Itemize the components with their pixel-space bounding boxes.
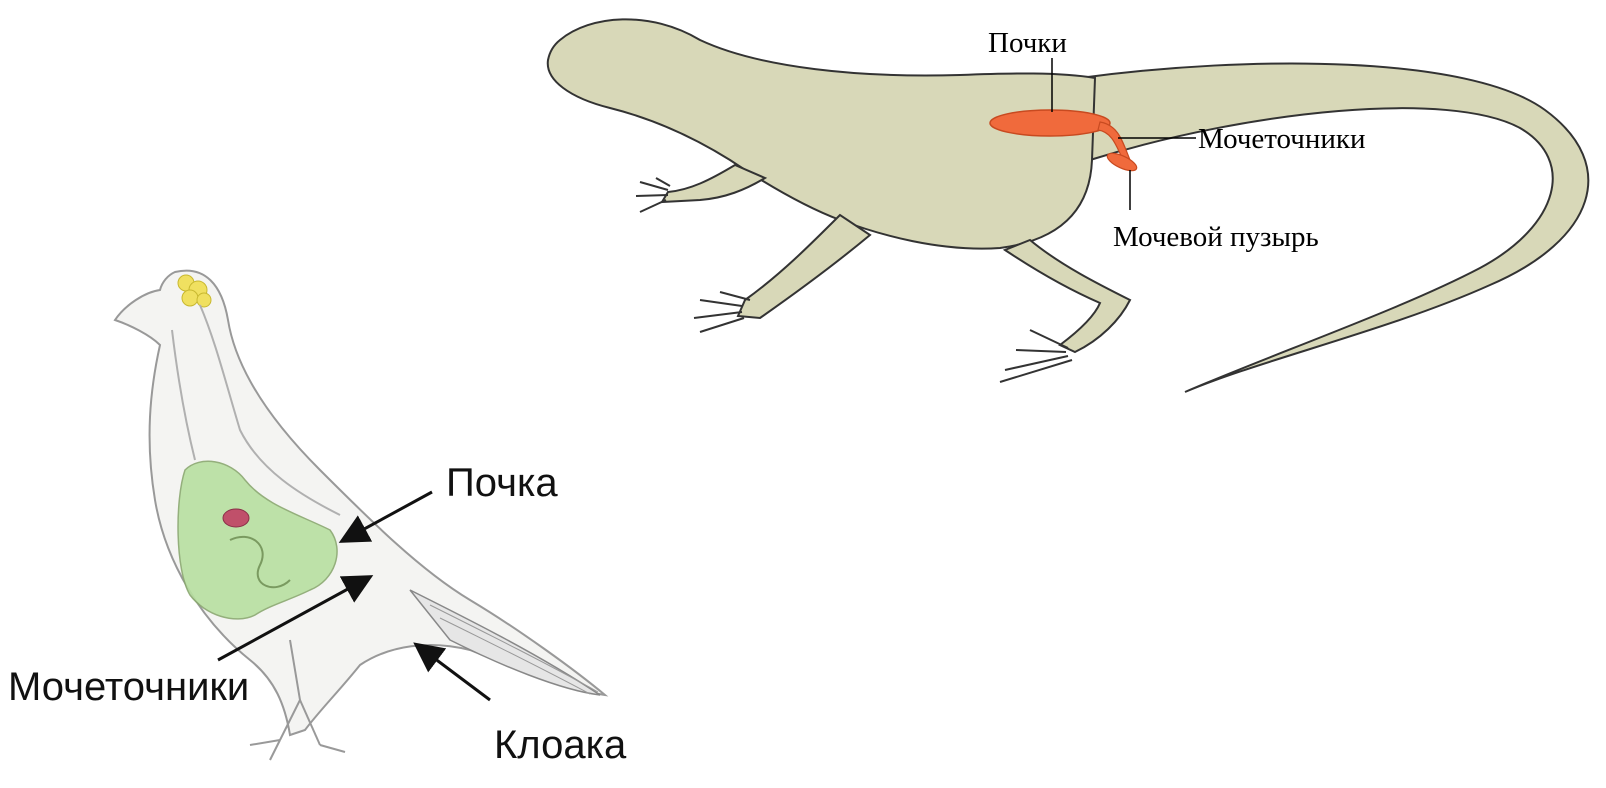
lizard-front-leg-upper — [662, 165, 765, 202]
lizard-hind-foot — [1000, 330, 1072, 382]
lizard-hind-leg — [1005, 240, 1130, 352]
bird-illustration: Почка Мочеточники Клоака — [8, 271, 627, 767]
lizard-front-foot-lower — [694, 292, 750, 332]
lizard-illustration: Почки Мочеточники Мочевой пузырь — [548, 19, 1589, 392]
lizard-label-ureters: Мочеточники — [1198, 123, 1366, 155]
lizard-label-bladder: Мочевой пузырь — [1113, 221, 1319, 253]
lizard-label-kidneys: Почки — [988, 27, 1067, 59]
lizard-front-leg-lower — [738, 215, 870, 318]
lizard-kidney-organ — [990, 110, 1110, 136]
bird-label-ureters: Мочеточники — [8, 665, 249, 709]
bird-label-cloaca: Клоака — [494, 723, 627, 767]
bird-heart — [223, 509, 249, 527]
lizard-front-foot-upper — [636, 178, 670, 212]
bird-label-kidney: Почка — [446, 461, 558, 505]
